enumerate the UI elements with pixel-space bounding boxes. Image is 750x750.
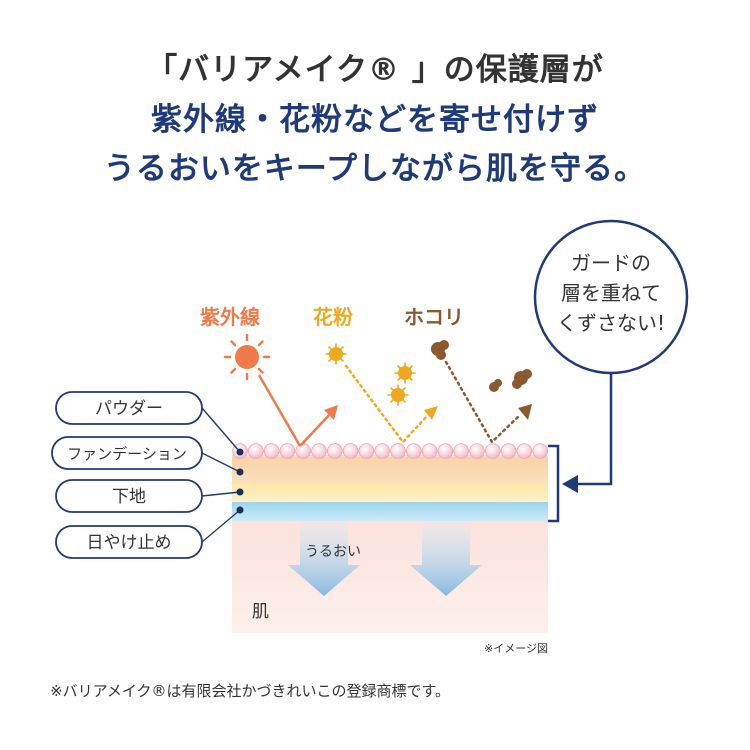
powder-bead — [263, 443, 280, 459]
powder-bead — [500, 443, 517, 459]
sunscreen-layer — [232, 502, 548, 521]
uv-label: 紫外線 — [200, 305, 260, 329]
pollen-path — [344, 364, 430, 444]
powder-bead — [311, 443, 327, 459]
powder-bead — [342, 443, 359, 459]
powder-bead — [374, 443, 391, 459]
bubble-connector — [548, 373, 613, 523]
pollen-label: 花粉 — [313, 305, 353, 329]
bubble-line-3: くずさない! — [557, 311, 665, 335]
powder-bead — [326, 443, 343, 459]
moisture-arrow-left — [288, 522, 360, 596]
bracket-arrowhead — [562, 475, 578, 493]
svg-text:下地: 下地 — [112, 487, 146, 507]
dust-path — [444, 360, 522, 445]
powder-bead — [405, 443, 422, 459]
powder-bead — [358, 443, 375, 459]
dust-icon — [431, 340, 532, 392]
leader-lines — [201, 407, 241, 543]
svg-text:ファンデーション: ファンデーション — [67, 445, 187, 463]
bubble-line-1: ガードの — [571, 251, 651, 275]
powder-bead — [437, 443, 454, 459]
image-note: ※イメージ図 — [484, 642, 548, 655]
uv-bounce-arrowhead — [324, 405, 338, 420]
svg-text:日やけ止め: 日やけ止め — [87, 533, 172, 553]
moisture-label: うるおい — [305, 544, 361, 560]
powder-bead — [516, 443, 533, 459]
dust-label: ホコリ — [404, 305, 464, 329]
powder-bead — [453, 443, 470, 459]
leader-dots — [236, 448, 244, 514]
layer-label-powder: パウダー — [55, 391, 203, 425]
trademark-footnote: ※バリアメイク®は有限会社かづきれいこの登録商標です。 — [50, 682, 451, 700]
moisture-arrow-right — [410, 522, 482, 596]
layer-label-foundation: ファンデーション — [51, 436, 203, 470]
powder-bead — [484, 443, 501, 459]
headline-line-1: 「バリアメイク® 」の保護層が — [146, 52, 604, 88]
dust-bounce-arrowhead — [518, 404, 532, 420]
sun-icon — [223, 333, 271, 381]
svg-text:パウダー: パウダー — [95, 399, 163, 419]
powder-bead — [469, 443, 485, 459]
powder-bead — [421, 443, 438, 459]
powder-bead — [390, 443, 406, 459]
powder-bead — [279, 443, 296, 459]
layer-label-base: 下地 — [55, 479, 203, 513]
uv-ray — [257, 374, 333, 447]
headline-line-2: 紫外線・花粉などを寄せ付けず — [151, 102, 599, 138]
base-layer — [232, 484, 548, 502]
layer-label-sunscreen: 日やけ止め — [55, 525, 203, 559]
powder-bead — [532, 443, 548, 459]
bubble-line-2: 層を重ねて — [561, 281, 661, 305]
pollen-bounce-arrowhead — [424, 406, 438, 420]
skin-label: 肌 — [252, 602, 269, 622]
powder-bead — [248, 443, 264, 459]
pollen-spikes — [325, 343, 416, 406]
foundation-layer — [232, 457, 548, 484]
headline-line-3: うるおいをキープしながら肌を守る。 — [103, 151, 647, 187]
powder-bead — [295, 443, 312, 459]
